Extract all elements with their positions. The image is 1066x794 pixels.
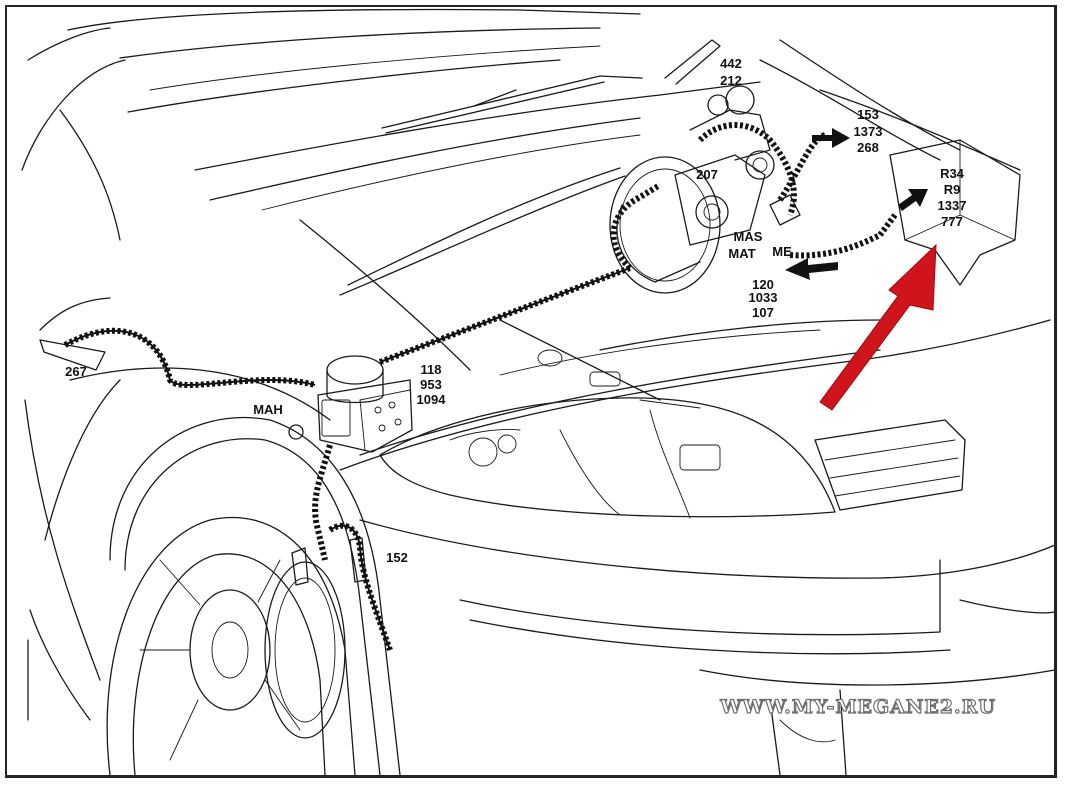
harness-direction-arrows (785, 128, 928, 280)
label-268: 268 (857, 140, 879, 155)
label-1373: 1373 (854, 124, 883, 139)
wheel (106, 516, 356, 776)
arrow-right-icon (812, 128, 850, 148)
label-r9: R9 (944, 182, 961, 197)
label-153: 153 (857, 107, 879, 122)
label-207: 207 (696, 167, 718, 182)
label-r34: R34 (940, 166, 965, 181)
label-mat: MAT (728, 246, 755, 261)
arrow-left-icon (785, 258, 838, 280)
label-777: 777 (941, 214, 963, 229)
label-1033: 1033 (749, 290, 778, 305)
label-267: 267 (65, 364, 87, 379)
label-118: 118 (421, 362, 442, 377)
label-953: 953 (420, 377, 442, 392)
watermark: WWW.MY-MEGANE2.RU (719, 696, 996, 718)
label-120: 120 (752, 277, 774, 292)
label-212: 212 (720, 73, 742, 88)
label-me: ME (772, 244, 792, 259)
car-body-outline (21, 8, 1056, 776)
pointer-arrow (819, 243, 937, 411)
label-152: 152 (386, 550, 408, 565)
label-442: 442 (720, 56, 742, 71)
fuse-box (889, 139, 1021, 286)
callout-labels: 442 212 153 1373 268 207 R34 R9 1337 777… (65, 56, 966, 565)
label-107: 107 (752, 305, 774, 320)
wiring-harness (63, 122, 898, 652)
label-1094: 1094 (417, 392, 447, 407)
abs-hydraulic-unit (288, 355, 413, 453)
diagram-frame (5, 5, 1057, 778)
label-mah: MAH (253, 402, 283, 417)
master-cylinder (674, 85, 801, 246)
arrow-up-right-icon (898, 189, 928, 211)
label-mas: MAS (734, 229, 763, 244)
label-1337: 1337 (938, 198, 967, 213)
red-arrow-icon (819, 243, 937, 411)
